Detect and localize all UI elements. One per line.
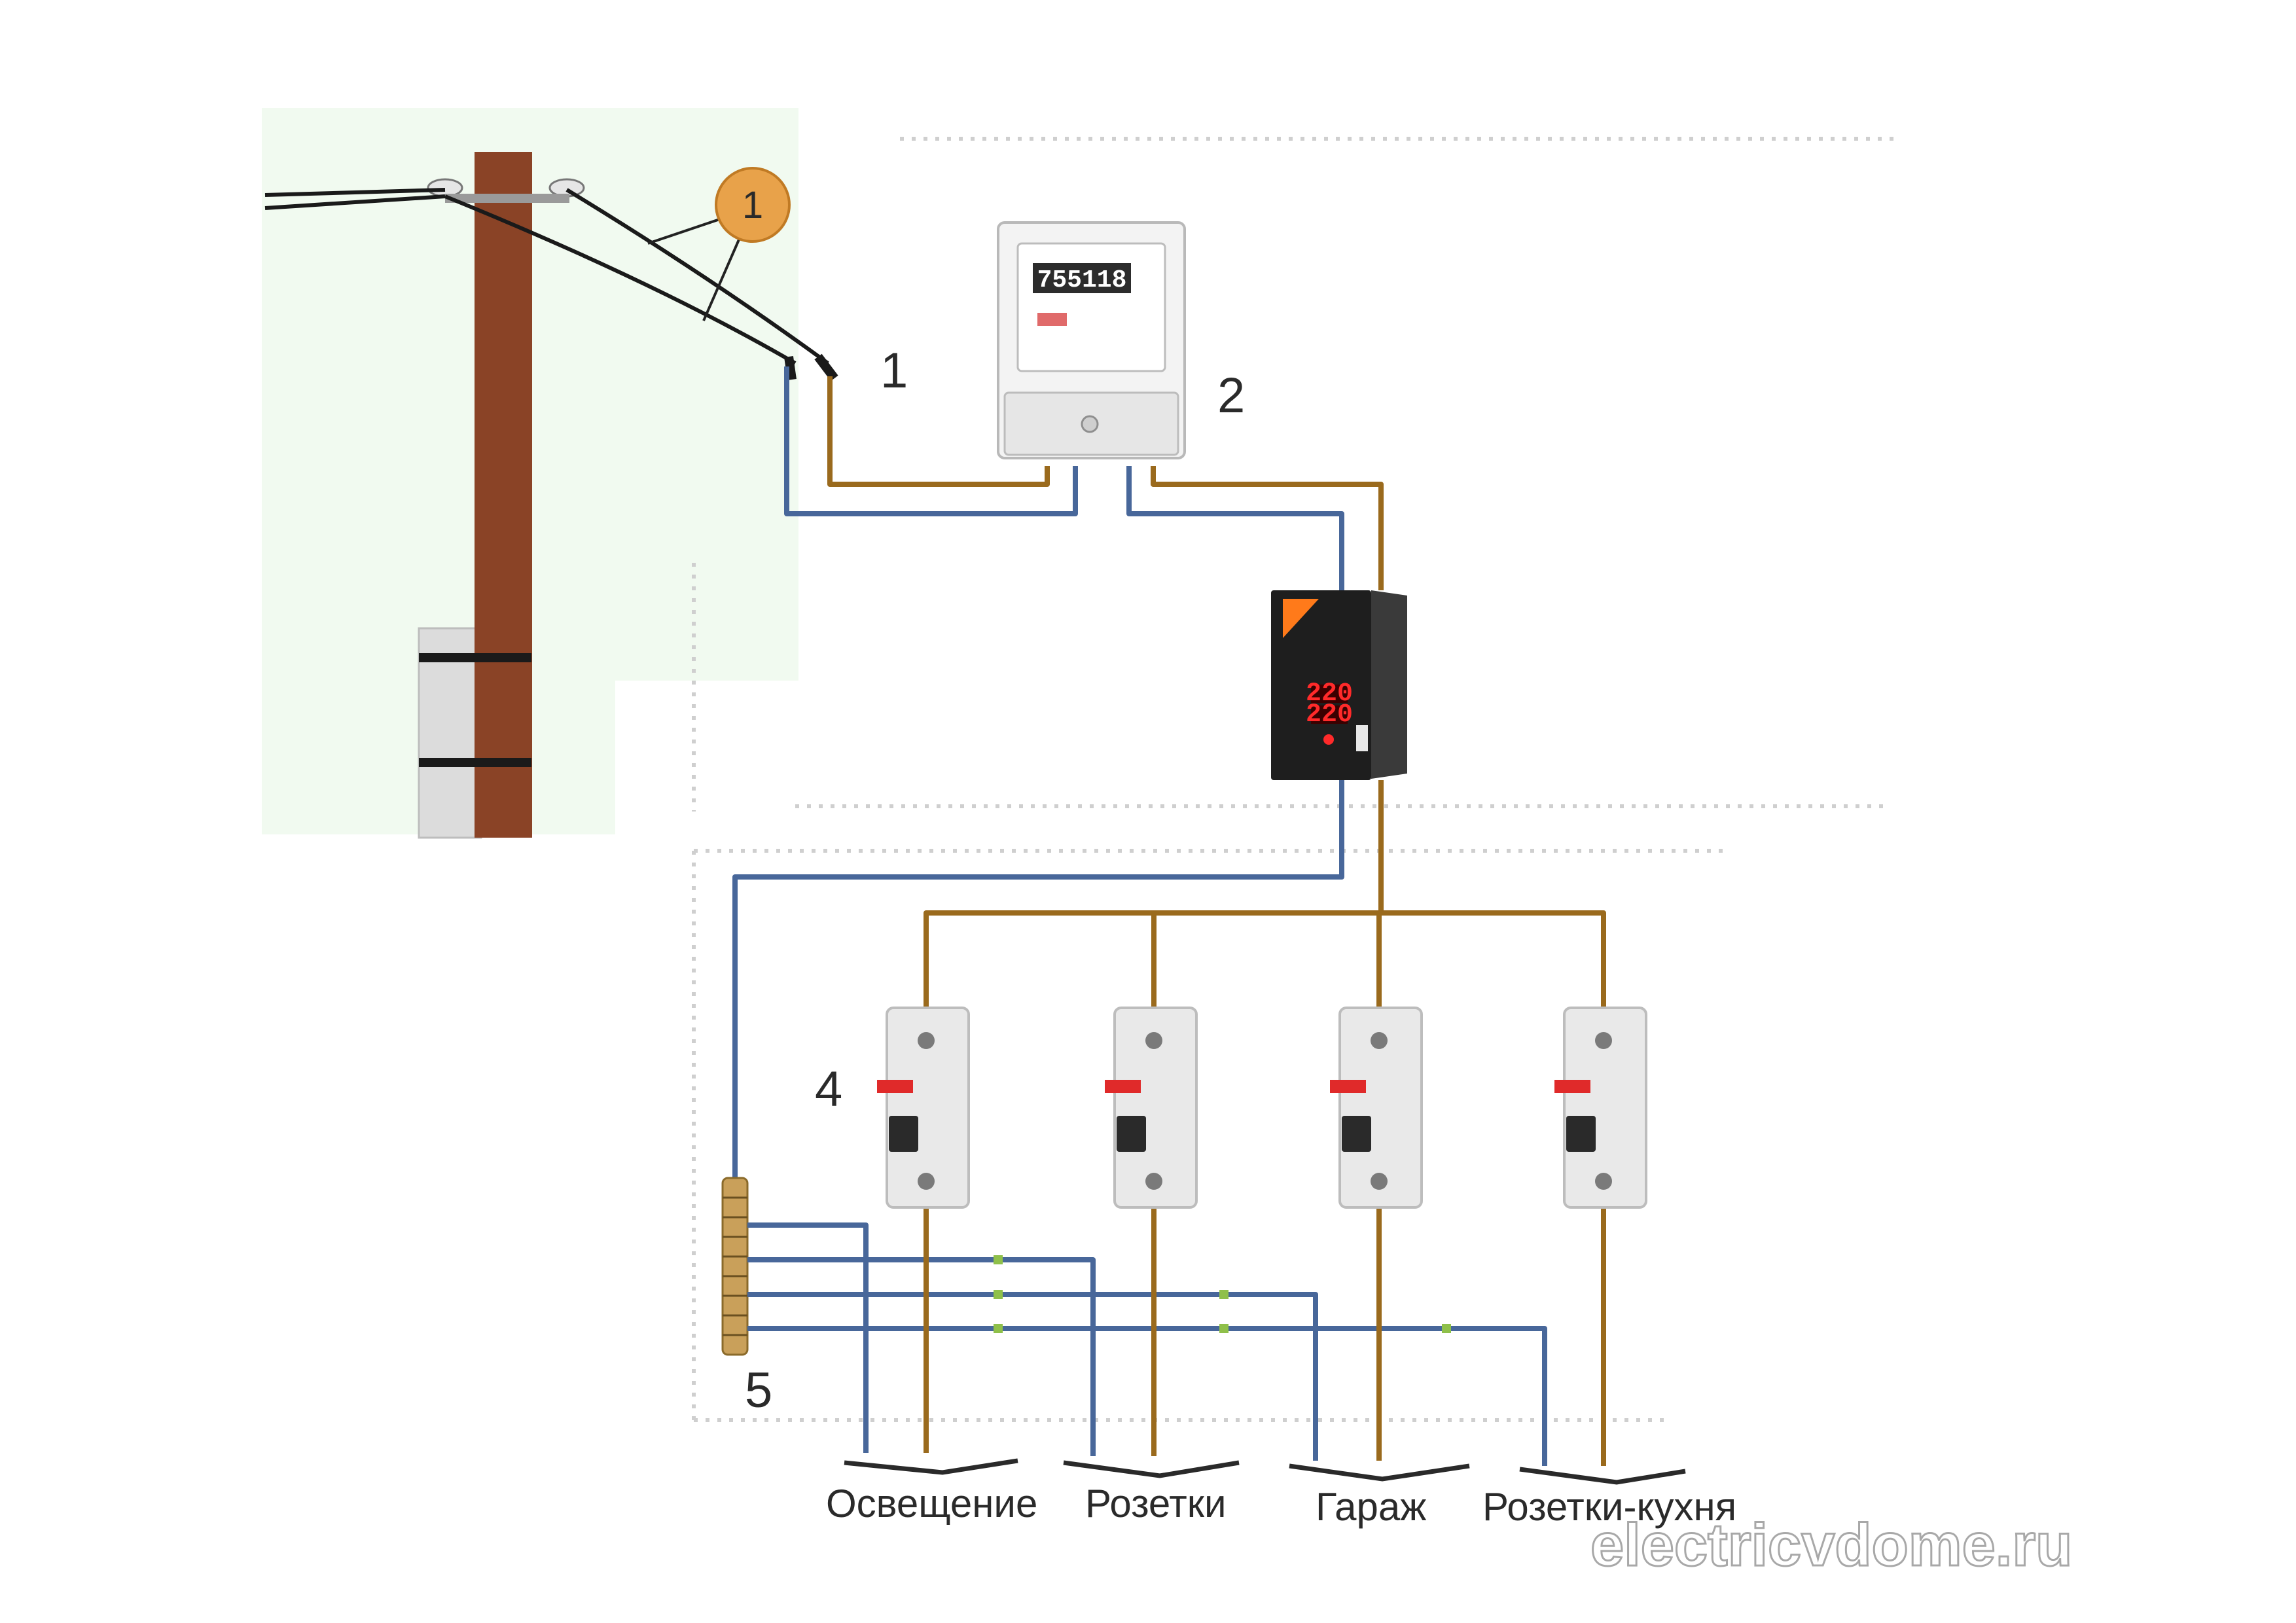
utility-pole	[418, 152, 585, 839]
pole-crossarm	[445, 194, 569, 203]
stabilizer-indicator	[1323, 734, 1334, 745]
neutral-branches	[747, 1222, 1547, 1466]
watermark: electricvdome.ru	[1590, 1512, 2072, 1578]
circuit-breaker	[1554, 1007, 1647, 1209]
circuit-label-lighting: Освещение	[826, 1482, 1037, 1525]
circuit-breaker	[1330, 1007, 1423, 1209]
phase-outputs	[924, 1207, 1606, 1466]
wire-crossing-markers	[994, 1255, 1451, 1333]
meter-counter	[1033, 263, 1131, 293]
circuit-brackets	[844, 1458, 1686, 1485]
circuit-label-sockets: Розетки	[1085, 1482, 1227, 1525]
neutral-wire	[732, 780, 1344, 1188]
circuit-breaker	[1105, 1007, 1198, 1209]
stabilizer-switch	[1356, 725, 1368, 751]
label-breakers-number: 4	[815, 1061, 842, 1117]
input-wiring	[784, 366, 1384, 590]
neutral-wire	[784, 366, 1078, 516]
neutral-branch-garage	[747, 1292, 1318, 1461]
pole-band-top	[419, 653, 531, 662]
output-wiring	[732, 780, 1606, 1188]
wooden-pole	[475, 152, 532, 838]
neutral-wire	[1126, 466, 1344, 590]
concrete-base	[418, 627, 482, 839]
circuit-breaker	[877, 1007, 970, 1209]
stabilizer-display-top-bg	[1311, 685, 1348, 703]
stabilizer-side	[1371, 590, 1407, 779]
neutral-branch-kitchen	[747, 1326, 1547, 1466]
electricity-meter: 755118	[997, 221, 1186, 459]
marker-1: 1	[647, 167, 791, 321]
label-meter-number: 2	[1217, 368, 1245, 423]
meter-badge	[1037, 313, 1067, 326]
pole-photo-background-lower	[615, 681, 805, 838]
neutral-branch-sockets	[747, 1257, 1096, 1456]
label-bus-number: 5	[745, 1363, 772, 1418]
label-entry-number: 1	[880, 343, 908, 399]
circuit-label-kitchen-sockets: Розетки-кухня	[1482, 1485, 1736, 1529]
stabilizer-display-top: 220	[1306, 679, 1353, 709]
voltage-stabilizer: 220 220	[1271, 590, 1407, 780]
meter-reading: 755118	[1037, 266, 1127, 294]
phase-wire	[1151, 466, 1384, 590]
neutral-bus-bar	[721, 1177, 749, 1356]
pole-band-bottom	[419, 758, 531, 767]
stabilizer-display-bottom-bg	[1311, 705, 1348, 724]
marker-circle	[715, 167, 791, 243]
phase-busbar	[924, 910, 1606, 1008]
overhead-wires	[264, 188, 838, 382]
meter-screw	[1081, 415, 1099, 433]
marker-number: 1	[742, 184, 763, 226]
stabilizer-corner-badge	[1283, 599, 1319, 638]
phase-wire	[827, 376, 1050, 487]
stabilizer-display-bottom: 220	[1306, 700, 1353, 730]
circuit-label-garage: Гараж	[1316, 1485, 1426, 1529]
meter-window	[1016, 242, 1166, 372]
neutral-bus	[721, 1177, 749, 1356]
neutral-branch-lighting	[747, 1222, 869, 1453]
